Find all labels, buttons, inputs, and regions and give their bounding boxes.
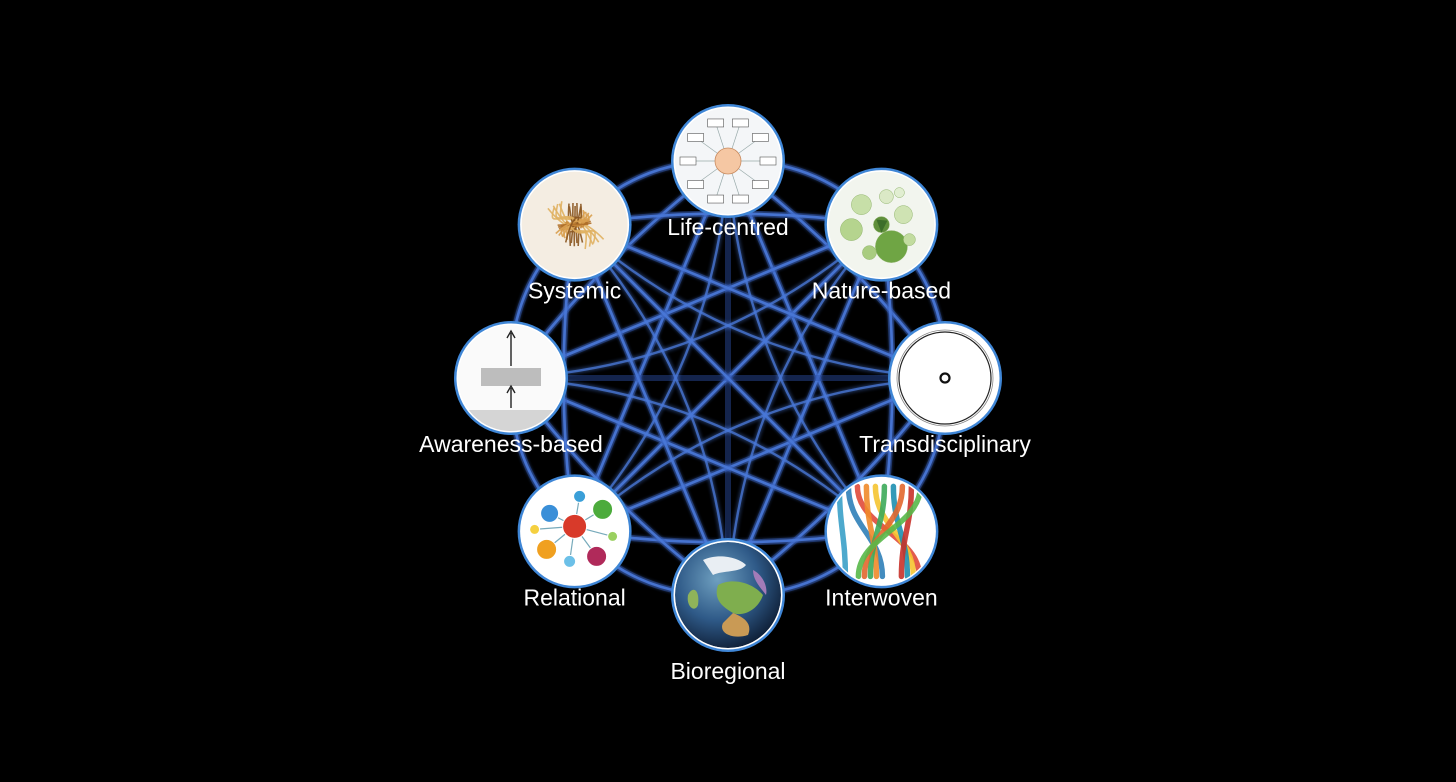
edge-interwoven-systemic: [573, 223, 883, 533]
node-label-nature-based: Nature-based: [812, 278, 951, 304]
shared-purpose-mindmap-icon: [675, 108, 781, 214]
node-nature-based: Nature-based: [812, 167, 951, 304]
node-label-life-centred: Life-centred: [667, 214, 788, 240]
node-layer: Life-centredNature-basedTransdisciplinar…: [419, 104, 1031, 684]
earth-globe-icon: [675, 542, 781, 648]
node-awareness-based: Awareness-based: [419, 321, 603, 457]
node-label-relational: Relational: [523, 584, 625, 610]
green-bubbles-icon: [828, 171, 935, 278]
node-systemic: Systemic: [517, 167, 632, 304]
circle-in-circle-icon: [892, 325, 998, 431]
node-life-centred: Life-centred: [667, 104, 789, 240]
spaghetti-icon: [521, 171, 628, 278]
node-label-interwoven: Interwoven: [825, 584, 938, 610]
node-interwoven: Interwoven: [824, 474, 939, 610]
colored-strands-icon: [828, 478, 935, 585]
node-transdisciplinary: Transdisciplinary: [859, 321, 1031, 457]
node-label-awareness-based: Awareness-based: [419, 431, 603, 457]
node-label-transdisciplinary: Transdisciplinary: [859, 431, 1031, 457]
molecule-network-icon: [521, 478, 628, 585]
node-label-bioregional: Bioregional: [670, 658, 785, 684]
node-bioregional: Bioregional: [670, 538, 786, 684]
node-label-systemic: Systemic: [528, 278, 621, 304]
node-relational: Relational: [517, 474, 632, 610]
